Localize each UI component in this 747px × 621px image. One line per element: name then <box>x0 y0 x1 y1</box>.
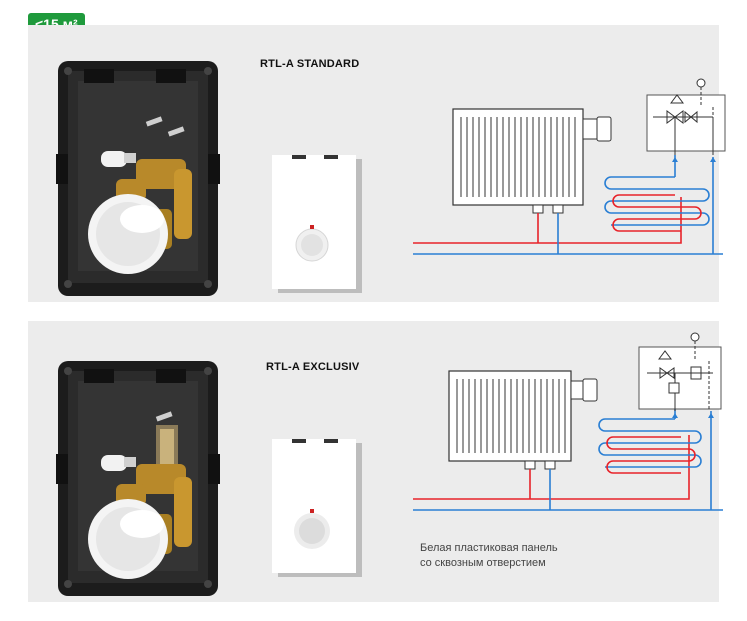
note-line-1: Белая пластиковая панель <box>420 542 558 554</box>
note-line-2: со сквозным отверстием <box>420 557 546 569</box>
valve-box-photo <box>56 361 220 596</box>
valve-unit-schematic <box>638 332 722 418</box>
white-cover-plate-photo <box>272 439 362 577</box>
valve-box-photo <box>56 61 220 296</box>
floor-heating-loop <box>598 409 712 510</box>
heating-schematic <box>413 78 726 255</box>
radiator-schematic <box>448 370 598 470</box>
product-panel-exclusiv: RTL-A EXCLUSIV <box>28 321 723 602</box>
product-title: RTL-A EXCLUSIV <box>266 361 360 373</box>
white-cover-plate-photo <box>272 155 362 293</box>
heating-schematic <box>413 332 723 511</box>
radiator-schematic <box>452 108 612 214</box>
product-panel-standard: RTL-A STANDARD <box>28 25 726 302</box>
product-title: RTL-A STANDARD <box>260 58 360 70</box>
panel-note: Белая пластиковая панель со сквозным отв… <box>420 541 558 571</box>
valve-unit-schematic <box>646 78 726 162</box>
floor-heating-loop <box>604 155 714 254</box>
